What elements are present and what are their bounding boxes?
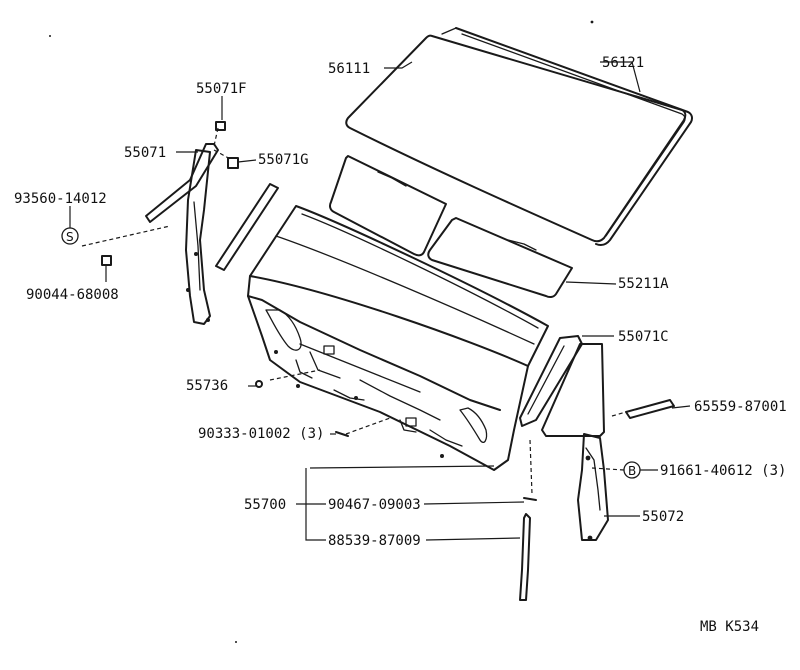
drawing-code: MB K534: [700, 619, 759, 635]
label-91661: 91661-40612 (3): [660, 463, 786, 479]
label-65559: 65559-87001: [694, 399, 787, 415]
label-56121: 56121: [602, 55, 644, 71]
assembly-lines: [81, 127, 627, 495]
windshield-weatherstrip: [441, 27, 693, 246]
leader-lines: [69, 61, 691, 541]
windshield-glass: [345, 34, 687, 243]
label-55736: 55736: [186, 378, 228, 394]
bolt-symbol: B: [623, 461, 641, 479]
back-door-glass: [329, 155, 573, 299]
label-55071C: 55071C: [618, 329, 669, 345]
pillar-trim-left: [145, 143, 219, 325]
label-55072: 55072: [642, 509, 684, 525]
label-55071G: 55071G: [258, 152, 309, 168]
label-55211A: 55211A: [618, 276, 669, 292]
small-fasteners: [101, 121, 675, 601]
scan-specks: [49, 20, 594, 643]
svg-text:S: S: [66, 230, 74, 244]
label-90044: 90044-68008: [26, 287, 119, 303]
label-90467: 90467-09003: [328, 497, 421, 513]
label-55700: 55700: [244, 497, 286, 513]
label-90333: 90333-01002 (3): [198, 426, 324, 442]
label-88539: 88539-87009: [328, 533, 421, 549]
svg-text:B: B: [628, 464, 636, 478]
pillar-trim-right: [541, 343, 609, 541]
label-55071: 55071: [124, 145, 166, 161]
door-seal-strip-left: [215, 183, 279, 271]
label-55071F: 55071F: [196, 81, 247, 97]
side-trim-right-upper: [519, 335, 583, 427]
back-door-panel: [247, 205, 549, 471]
part-labels: 56111 56121 55071F 55071 55071G 93560-14…: [14, 55, 787, 635]
screw-symbol: S: [61, 227, 79, 245]
label-93560: 93560-14012: [14, 191, 107, 207]
label-56111: 56111: [328, 61, 370, 77]
